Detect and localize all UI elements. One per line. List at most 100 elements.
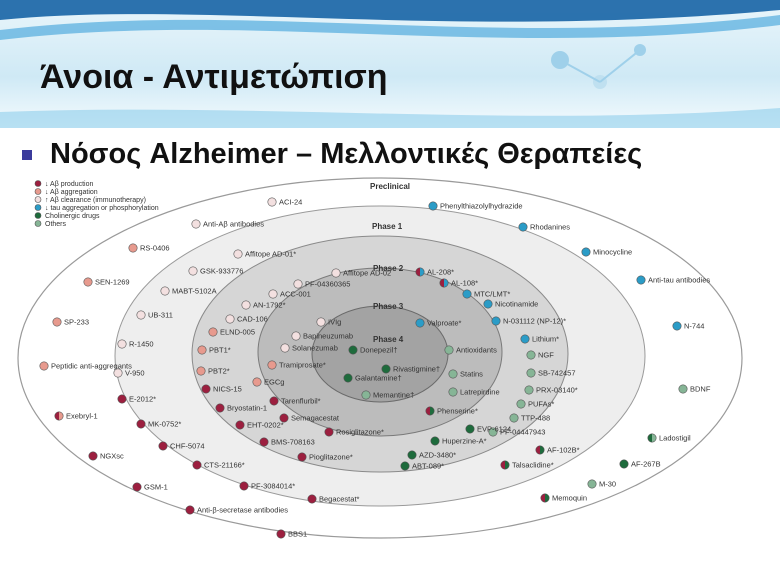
legend-label: ↓ Aβ production bbox=[45, 181, 93, 188]
drug-marker bbox=[348, 345, 358, 355]
drug-marker bbox=[500, 460, 510, 470]
drug-marker bbox=[241, 300, 251, 310]
drug-label: Bapineuzumab bbox=[303, 332, 353, 341]
drug-marker bbox=[361, 390, 371, 400]
drug-marker bbox=[196, 366, 206, 376]
drug-label: NICS-15 bbox=[213, 385, 242, 394]
drug-marker bbox=[415, 318, 425, 328]
drug-marker bbox=[291, 331, 301, 341]
drug-marker bbox=[448, 387, 458, 397]
drug-label: Tarenflurbil* bbox=[281, 397, 321, 406]
drug-marker bbox=[208, 327, 218, 337]
drug-label: Valproate* bbox=[427, 319, 462, 328]
square-bullet-icon bbox=[22, 149, 32, 160]
drug-label: Lithium* bbox=[532, 335, 559, 344]
drug-marker bbox=[235, 420, 245, 430]
drug-marker bbox=[526, 368, 536, 378]
drug-label: GSM-1 bbox=[144, 483, 168, 492]
drug-marker bbox=[83, 277, 93, 287]
drug-label: NGF bbox=[538, 351, 554, 360]
drug-marker bbox=[215, 403, 225, 413]
drug-label: PRX-03140* bbox=[536, 386, 578, 395]
phase-label-3: Phase 3 bbox=[373, 302, 404, 311]
drug-label: Exebryl-1 bbox=[66, 412, 98, 421]
header-decoration bbox=[0, 0, 780, 128]
drug-label: M-30 bbox=[599, 480, 616, 489]
drug-marker bbox=[185, 505, 195, 515]
drug-label: BBS1 bbox=[288, 530, 307, 539]
phase-label-4: Phase 4 bbox=[373, 335, 404, 344]
drug-marker bbox=[132, 482, 142, 492]
legend-marker-abeta-clearance bbox=[34, 196, 42, 203]
drug-marker bbox=[540, 493, 550, 503]
drug-label: TTP-488 bbox=[521, 414, 550, 423]
drug-label: AF-267B bbox=[631, 460, 661, 469]
drug-label: Rivastigmine† bbox=[393, 365, 440, 374]
drug-marker bbox=[297, 452, 307, 462]
drug-label: Latrepirdine bbox=[460, 388, 500, 397]
drug-label: Anti-β-secretase antibodies bbox=[197, 506, 288, 515]
drug-marker bbox=[269, 396, 279, 406]
drug-marker bbox=[518, 222, 528, 232]
drug-label: AN-1792* bbox=[253, 301, 286, 310]
drug-label: ACC-001 bbox=[280, 290, 311, 299]
drug-marker bbox=[136, 310, 146, 320]
drug-marker bbox=[197, 345, 207, 355]
drug-marker bbox=[381, 364, 391, 374]
drug-label: IVIg bbox=[328, 318, 341, 327]
drug-label: Talsaclidine* bbox=[512, 461, 554, 470]
drug-marker bbox=[462, 289, 472, 299]
drug-label: PUFAs* bbox=[528, 400, 554, 409]
alzheimer-therapies-diagram: Preclinical Phase 1 Phase 2 Phase 3 Phas… bbox=[17, 177, 743, 539]
drug-marker bbox=[307, 494, 317, 504]
drug-label: PBT2* bbox=[208, 367, 230, 376]
legend-marker-cholinergic bbox=[34, 212, 42, 219]
phase-label-1: Phase 1 bbox=[372, 222, 403, 231]
drug-marker bbox=[225, 314, 235, 324]
drug-label: AF-102B* bbox=[547, 446, 580, 455]
drug-marker bbox=[524, 385, 534, 395]
drug-label: Rhodanines bbox=[530, 223, 570, 232]
drug-marker bbox=[201, 384, 211, 394]
legend-label: ↓ Aβ aggregation bbox=[45, 189, 98, 196]
drug-label: Affitope AD-01* bbox=[245, 250, 296, 259]
drug-marker bbox=[516, 399, 526, 409]
drug-marker bbox=[252, 377, 262, 387]
drug-label: PBT1* bbox=[209, 346, 231, 355]
drug-label: SP-233 bbox=[64, 318, 89, 327]
drug-label: EVP-6124 bbox=[477, 425, 511, 434]
drug-marker bbox=[268, 289, 278, 299]
drug-label: SEN-1269 bbox=[95, 278, 130, 287]
drug-marker bbox=[331, 268, 341, 278]
drug-marker bbox=[488, 427, 498, 437]
drug-label: Phenserine* bbox=[437, 407, 478, 416]
drug-marker bbox=[428, 201, 438, 211]
drug-label: Antioxidants bbox=[456, 346, 497, 355]
drug-marker bbox=[509, 413, 519, 423]
phase-label-2: Phase 2 bbox=[373, 264, 404, 273]
drug-marker bbox=[619, 459, 629, 469]
drug-label: Solanezumab bbox=[292, 344, 338, 353]
drug-label: ELND-005 bbox=[220, 328, 255, 337]
drug-label: BDNF bbox=[690, 385, 711, 394]
drug-marker bbox=[444, 345, 454, 355]
drug-marker bbox=[520, 334, 530, 344]
drug-marker bbox=[191, 219, 201, 229]
drug-marker bbox=[678, 384, 688, 394]
drug-marker bbox=[279, 413, 289, 423]
drug-label: Nicotinamide bbox=[495, 300, 538, 309]
drug-marker bbox=[233, 249, 243, 259]
slide-header: Άνοια - Αντιμετώπιση bbox=[0, 0, 780, 128]
drug-label: Memoquin bbox=[552, 494, 587, 503]
drug-label: N-031112 (NP-12)* bbox=[503, 317, 566, 326]
drug-label: Huperzine-A* bbox=[442, 437, 487, 446]
drug-label: ABT-089* bbox=[412, 462, 444, 471]
drug-marker bbox=[647, 433, 657, 443]
drug-marker bbox=[581, 247, 591, 257]
drug-label: Pioglitazone* bbox=[309, 453, 353, 462]
drug-label: AL-108* bbox=[451, 279, 478, 288]
slide-title: Άνοια - Αντιμετώπιση bbox=[40, 58, 388, 96]
legend-label: Cholinergic drugs bbox=[45, 213, 100, 220]
drug-label: Affitope AD-02 bbox=[343, 269, 391, 278]
drug-marker bbox=[117, 339, 127, 349]
